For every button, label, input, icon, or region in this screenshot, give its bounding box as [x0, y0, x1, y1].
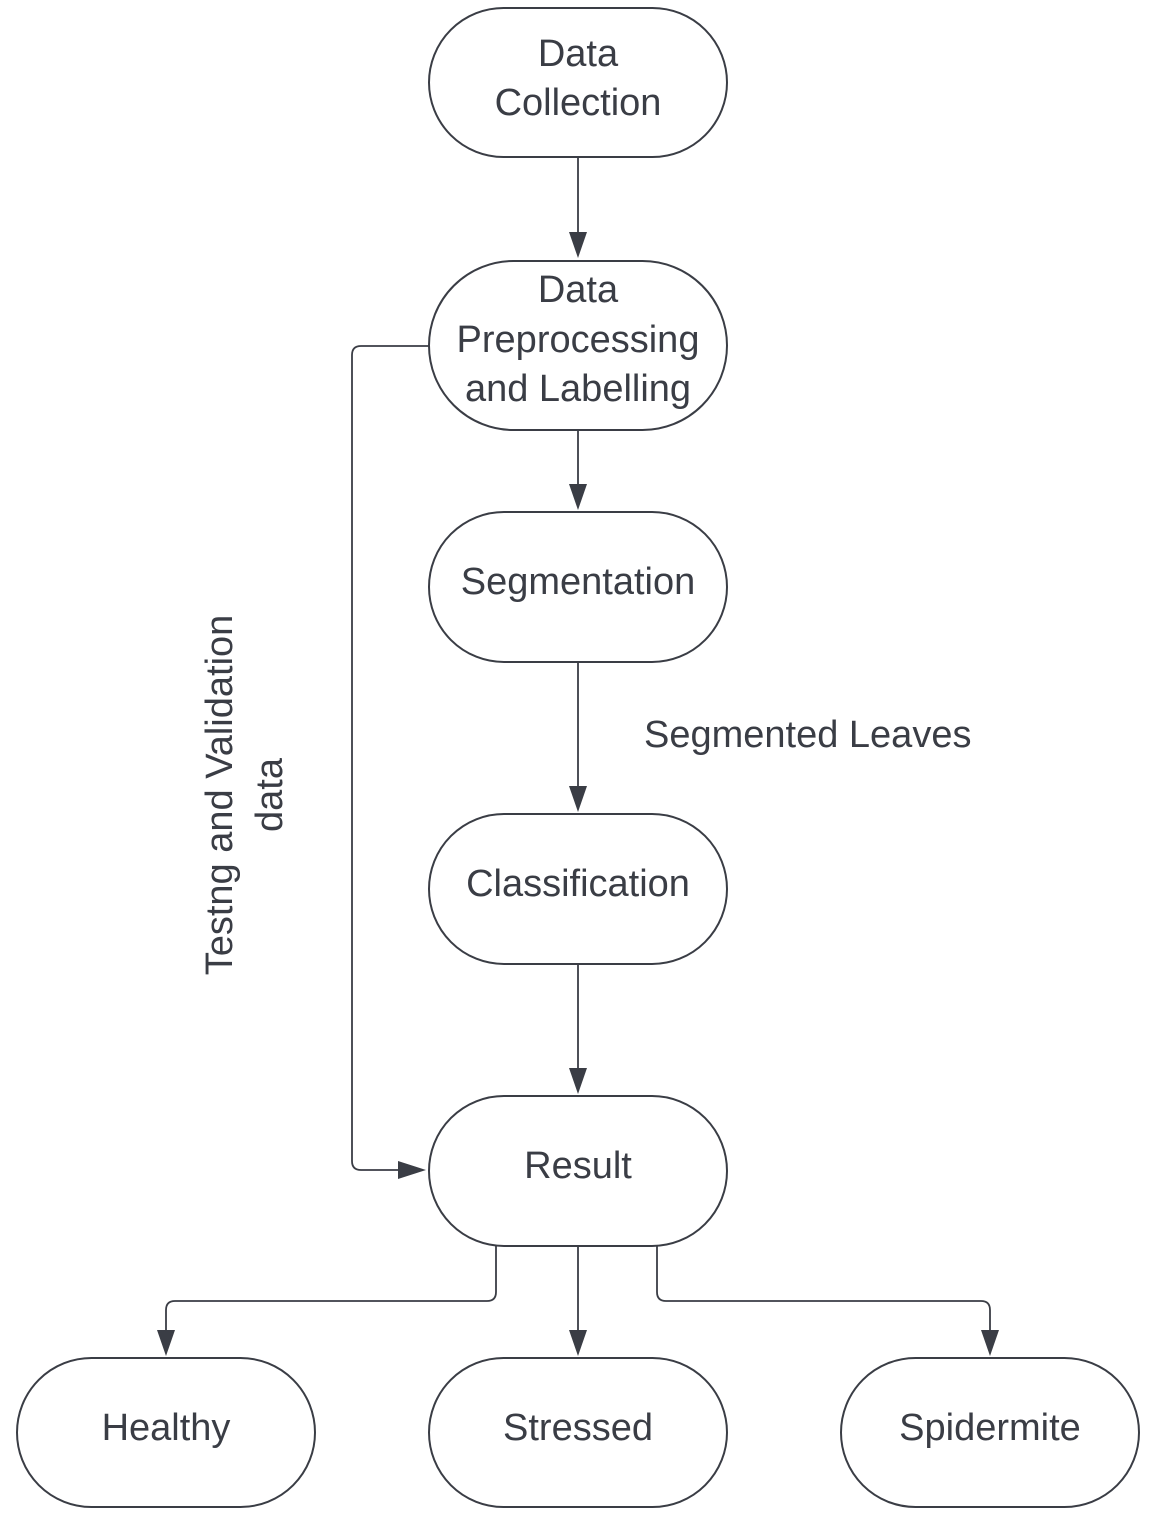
- node-result: Result: [428, 1095, 728, 1247]
- arrowhead: [569, 786, 587, 812]
- arrowhead: [569, 484, 587, 510]
- edge-label-segmented-leaves: Segmented Leaves: [644, 714, 971, 756]
- node-data-collection: Data Collection: [428, 7, 728, 158]
- node-data-preprocessing: Data Preprocessing and Labelling: [428, 260, 728, 431]
- edge-label-line: data: [249, 757, 291, 832]
- node-label-line: and Labelling: [465, 368, 691, 410]
- arrowhead: [569, 232, 587, 258]
- edges: [157, 157, 999, 1356]
- arrowhead: [569, 1068, 587, 1094]
- node-classification: Classification: [428, 813, 728, 965]
- node-label-line: Stressed: [503, 1407, 653, 1449]
- node-label-line: Preprocessing: [457, 319, 700, 361]
- edge-preprocessing-to-result: [351, 345, 430, 1171]
- node-label-line: Classification: [466, 863, 690, 905]
- edge-label-testing-validation: Testng and Validation data: [199, 615, 291, 976]
- node-label-line: Data: [538, 269, 619, 311]
- node-label-line: Data: [538, 33, 619, 75]
- node-healthy: Healthy: [16, 1357, 316, 1508]
- node-label-line: Collection: [495, 82, 662, 124]
- node-label-line: Healthy: [102, 1407, 231, 1449]
- node-label-line: Spidermite: [899, 1407, 1081, 1449]
- node-label-line: Segmentation: [461, 561, 696, 603]
- node-label-line: Result: [524, 1145, 632, 1187]
- arrowhead: [157, 1330, 175, 1356]
- node-spidermite: Spidermite: [840, 1357, 1140, 1508]
- edge-result-to-healthy: [165, 1246, 497, 1335]
- arrowhead: [569, 1330, 587, 1356]
- edge-label-line: Testng and Validation: [199, 615, 241, 976]
- arrowhead: [398, 1161, 426, 1179]
- node-segmentation: Segmentation: [428, 511, 728, 663]
- arrowhead: [981, 1330, 999, 1356]
- edge-result-to-spidermite: [656, 1246, 991, 1335]
- node-stressed: Stressed: [428, 1357, 728, 1508]
